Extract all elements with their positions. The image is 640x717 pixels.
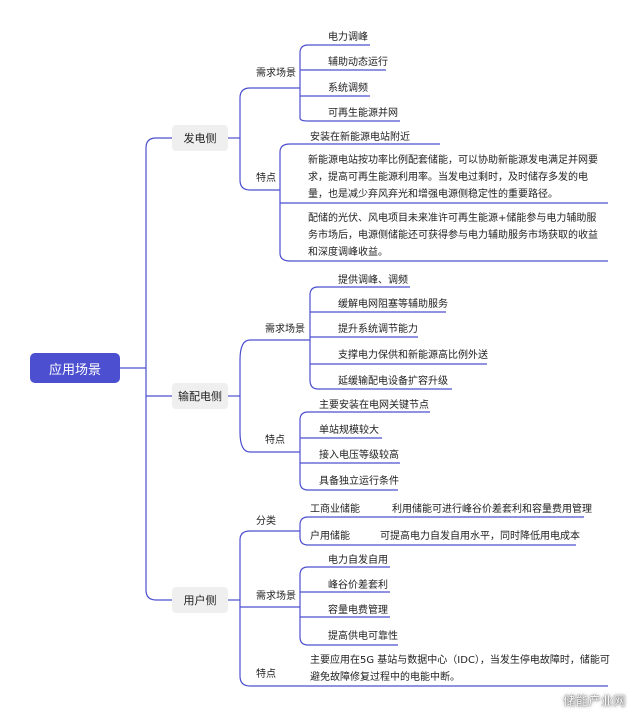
list-item: 辅助动态运行 [328,57,388,68]
category-desc: 可提高电力自发自用水平，同时降低用电成本 [380,531,580,542]
list-item: 系统调频 [328,83,368,94]
list-item: 提升系统调节能力 [338,324,418,335]
paragraph: 主要应用在5G 基站与数据中心（IDC），当发生停电故障时，储能可避免故障修复过… [310,655,610,683]
list-item: 可再生能源并网 [328,108,398,119]
list-item: 接入电压等级较高 [319,450,399,461]
category-name: 户用储能 [310,531,350,542]
list-item: 峰谷价差套利 [328,580,388,591]
group-label: 特点 [265,435,285,446]
category-desc: 利用储能可进行峰谷价差套利和容量费用管理 [392,504,592,515]
list-item: 安装在新能源电站附近 [310,132,410,143]
list-item: 单站规模较大 [319,425,379,436]
paragraph: 新能源电站按功率比例配套储能，可以协助新能源发电满足并网要求，提高可再生能源利用… [308,155,598,200]
list-item: 缓解电网阻塞等辅助服务 [338,299,448,310]
category-name: 工商业储能 [310,504,360,515]
list-item: 提高供电可靠性 [328,631,398,642]
group-label: 特点 [256,173,276,184]
branch-transmission-side[interactable]: 输配电侧 [172,383,228,409]
list-item: 具备独立运行条件 [319,476,399,487]
root-node[interactable]: 应用场景 [30,353,120,383]
group-label: 需求场景 [256,68,296,79]
list-item: 电力调峰 [328,32,368,43]
branch-user-side[interactable]: 用户侧 [172,587,228,613]
group-label: 需求场景 [256,591,296,602]
group-label: 需求场景 [265,324,305,335]
group-label: 分类 [256,516,276,527]
group-label: 特点 [256,669,276,680]
paragraph: 配储的光伏、风电项目未来准许可再生能源+储能参与电力辅助服务市场后，电源侧储能还… [308,213,598,258]
list-item: 主要安装在电网关键节点 [319,400,429,411]
list-item: 电力自发自用 [328,555,388,566]
list-item: 延缓输配电设备扩容升级 [338,376,448,387]
watermark: 储能产业网 [563,694,626,708]
list-item: 提供调峰、调频 [338,275,408,286]
branch-generation-side[interactable]: 发电侧 [172,125,228,151]
list-item: 容量电费管理 [328,605,388,616]
list-item: 支撑电力保供和新能源高比例外送 [338,350,488,361]
